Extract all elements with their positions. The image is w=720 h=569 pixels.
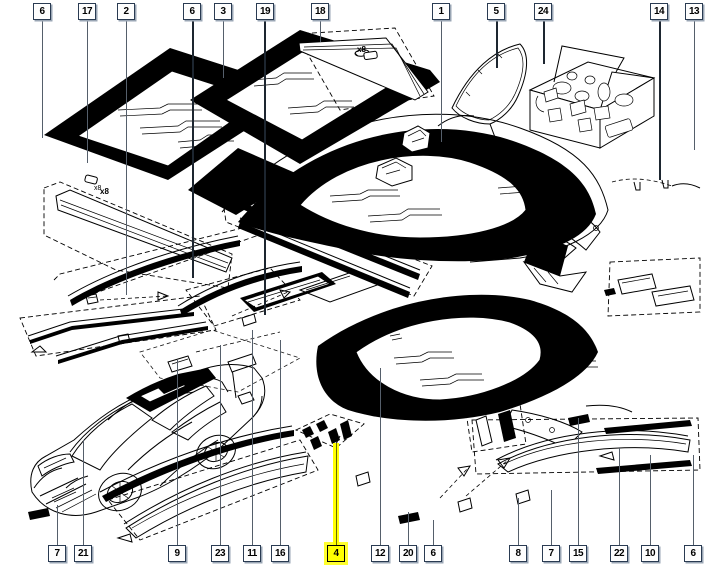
leader-line-22 — [619, 448, 620, 545]
callout-top-3-4[interactable]: 3 — [214, 3, 232, 20]
headliner-trim-panel-left: x8 — [43, 174, 233, 289]
leader-line-6 — [42, 20, 43, 138]
quantity-label: x8 — [100, 187, 109, 196]
leader-line-13 — [694, 20, 695, 150]
leader-line-8 — [518, 498, 519, 545]
leader-line-9 — [177, 360, 178, 545]
roof-trim-strip-18 — [295, 27, 435, 111]
callout-bottom-9-2[interactable]: 9 — [168, 545, 186, 562]
callout-top-19-5[interactable]: 19 — [256, 3, 274, 20]
leader-line-6 — [693, 455, 694, 545]
quantity-label: x8 — [357, 45, 366, 54]
leader-line-5 — [496, 20, 498, 68]
callout-bottom-22-13[interactable]: 22 — [610, 545, 628, 562]
leader-line-16 — [280, 340, 281, 545]
bracket-set-dashed-box — [604, 257, 701, 317]
callout-top-6-3[interactable]: 6 — [183, 3, 201, 20]
callout-bottom-6-15[interactable]: 6 — [684, 545, 702, 562]
leader-line-18 — [320, 20, 321, 42]
leader-line-10 — [650, 455, 651, 545]
sunroof-seal-ring-5 — [451, 43, 527, 141]
leader-line-15 — [578, 418, 579, 545]
leader-line-23 — [220, 345, 221, 545]
leader-line-19 — [264, 20, 266, 315]
quantity-x8-top — [363, 50, 378, 61]
leader-line-21 — [83, 440, 84, 545]
leader-line-24 — [543, 20, 545, 64]
roof-clip-above-vehicle — [167, 331, 281, 373]
leader-line-2 — [126, 20, 127, 295]
side-rails-left — [53, 225, 257, 306]
leader-line-core-4 — [336, 443, 337, 545]
callout-bottom-23-3[interactable]: 23 — [211, 545, 229, 562]
leader-line-3 — [223, 20, 224, 78]
callout-bottom-7-0[interactable]: 7 — [48, 545, 66, 562]
callout-top-6-0[interactable]: 6 — [33, 3, 51, 20]
leader-line-11 — [252, 330, 253, 545]
roof-panel-lower-center — [316, 294, 633, 449]
hardware-parts-box-24 — [528, 45, 656, 149]
sunroof-motor-assembly — [522, 199, 601, 293]
leader-line-6 — [433, 520, 434, 545]
callout-top-1-7[interactable]: 1 — [432, 3, 450, 20]
callout-bottom-4-6[interactable]: 4 — [327, 545, 345, 562]
callout-top-13-11[interactable]: 13 — [685, 3, 703, 20]
callout-bottom-21-1[interactable]: 21 — [74, 545, 92, 562]
roof-drip-rails — [223, 193, 433, 298]
leader-line-6 — [192, 20, 194, 278]
callout-top-17-1[interactable]: 17 — [78, 3, 96, 20]
sunroof-mechanism-detail — [375, 125, 431, 187]
roof-trim-panels-lower-right — [28, 403, 701, 543]
callout-top-14-10[interactable]: 14 — [650, 3, 668, 20]
callout-bottom-12-7[interactable]: 12 — [371, 545, 389, 562]
leader-line-7 — [551, 490, 552, 545]
callout-bottom-6-9[interactable]: 6 — [424, 545, 442, 562]
leader-line-20 — [408, 512, 409, 545]
callout-top-24-9[interactable]: 24 — [534, 3, 552, 20]
callout-bottom-7-11[interactable]: 7 — [542, 545, 560, 562]
main-roof-panel-with-sunroof — [221, 113, 609, 263]
motor-cable-13 — [611, 178, 701, 191]
callout-top-5-8[interactable]: 5 — [487, 3, 505, 20]
roof-shadow-wedge — [188, 148, 300, 215]
svg-text:x8: x8 — [94, 185, 102, 192]
callout-bottom-15-12[interactable]: 15 — [569, 545, 587, 562]
leader-line-14 — [659, 20, 661, 180]
leader-line-12 — [380, 368, 381, 545]
callout-bottom-20-8[interactable]: 20 — [399, 545, 417, 562]
leader-line-1 — [441, 20, 442, 142]
callout-top-18-6[interactable]: 18 — [311, 3, 329, 20]
hardware-items — [535, 71, 634, 133]
leader-line-17 — [87, 20, 88, 163]
callout-bottom-16-5[interactable]: 16 — [271, 545, 289, 562]
callout-top-2-2[interactable]: 2 — [117, 3, 135, 20]
leader-line-7 — [57, 505, 58, 545]
bracket-clips-cluster-4 — [294, 413, 365, 450]
callout-bottom-8-10[interactable]: 8 — [509, 545, 527, 562]
callout-bottom-10-14[interactable]: 10 — [641, 545, 659, 562]
callout-bottom-11-4[interactable]: 11 — [243, 545, 261, 562]
